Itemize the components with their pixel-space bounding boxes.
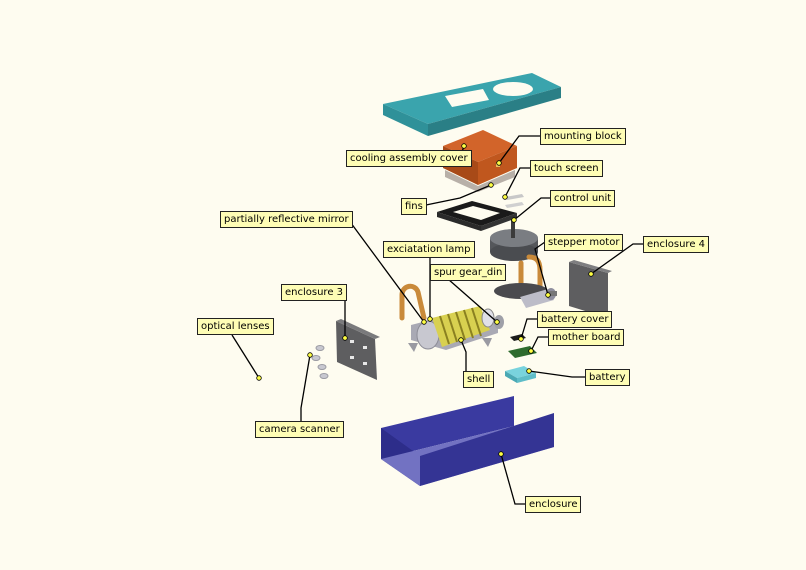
control-unit-part [490,218,538,261]
camera-scanner-part [311,345,329,379]
touch-screen-part [505,194,524,208]
label-cooling-assembly-cover: cooling assembly cover [346,150,472,167]
label-camera-scanner: camera scanner [255,421,344,438]
label-enclosure: enclosure [525,496,582,513]
enclosure-3-panel [336,319,380,380]
label-spur-gear-din: spur gear_din [430,264,507,281]
label-mounting-block: mounting block [540,128,626,145]
anchor-dots [256,143,594,457]
label-fins: fins [401,198,427,215]
label-partially-reflective-mirror: partially reflective mirror [220,211,353,228]
label-battery: battery [585,369,630,386]
label-enclosure-4: enclosure 4 [643,236,710,253]
shell-assembly [408,306,504,352]
label-optical-lenses: optical lenses [197,318,274,335]
label-touch-screen: touch screen [530,160,603,177]
label-enclosure-3: enclosure 3 [281,284,348,301]
label-shell: shell [463,371,495,388]
top-cover-plate [383,73,561,136]
label-mother-board: mother board [548,329,625,346]
fins-frame [437,201,517,231]
label-exciatation-lamp: exciatation lamp [383,241,475,258]
label-battery-cover: battery cover [537,311,613,328]
enclosure-4-panel [569,260,612,318]
label-stepper-motor: stepper motor [544,234,624,251]
label-control-unit: control unit [550,190,616,207]
enclosure-body [381,396,554,486]
